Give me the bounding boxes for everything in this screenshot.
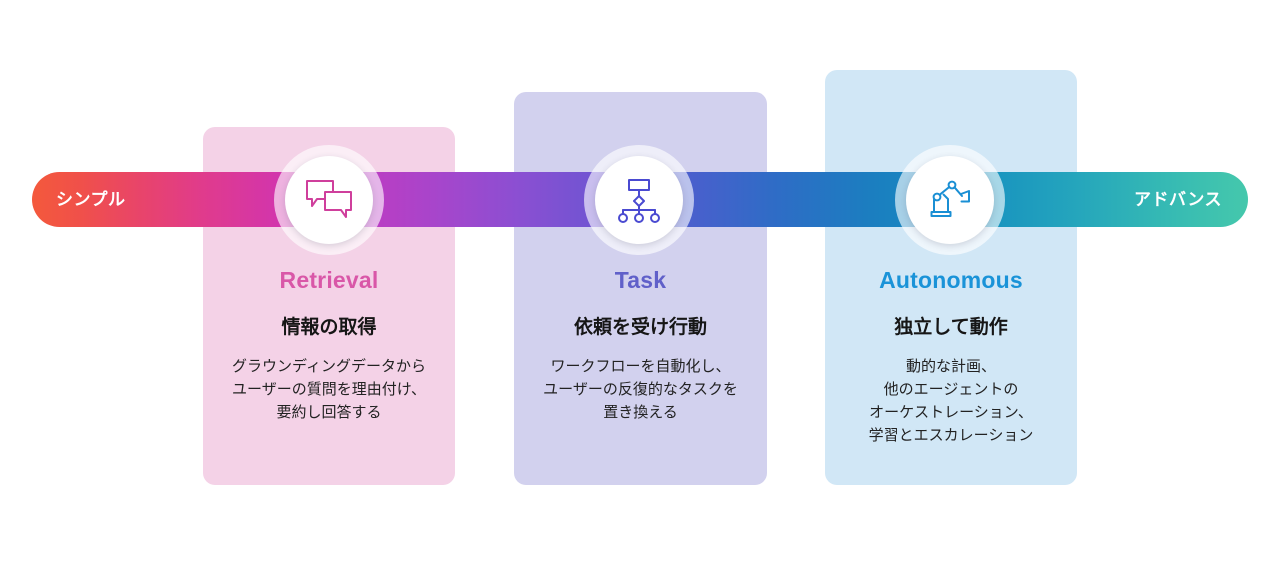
stage-medallion-retrieval [274, 145, 384, 255]
medallion-inner [595, 156, 683, 244]
card-text-block: Task 依頼を受け行動 ワークフローを自動化し、ユーザーの反復的なタスクを置き… [514, 267, 767, 425]
spectrum-label-simple: シンプル [56, 190, 126, 209]
robot-arm-icon [925, 177, 975, 223]
card-text-block: Retrieval 情報の取得 グラウンディングデータからユーザーの質問を理由付… [203, 267, 455, 425]
card-description: グラウンディングデータからユーザーの質問を理由付け、要約し回答する [232, 358, 426, 421]
stage-medallion-autonomous [895, 145, 1005, 255]
card-title: Task [614, 267, 667, 293]
spectrum-label-advanced: アドバンス [1133, 190, 1222, 209]
chat-bubbles-icon [304, 178, 354, 222]
card-description: ワークフローを自動化し、ユーザーの反復的なタスクを置き換える [543, 358, 738, 421]
card-description: 動的な計画、他のエージェントのオーケストレーション、学習とエスカレーション [868, 358, 1034, 444]
card-text-block: Autonomous 独立して動作 動的な計画、他のエージェントのオーケストレー… [825, 267, 1077, 448]
workflow-hierarchy-icon [615, 177, 663, 223]
stage-card-autonomous: Autonomous 独立して動作 動的な計画、他のエージェントのオーケストレー… [825, 70, 1077, 485]
stage-medallion-task [584, 145, 694, 255]
medallion-inner [285, 156, 373, 244]
card-title: Retrieval [279, 267, 379, 293]
card-subtitle: 独立して動作 [894, 316, 1008, 338]
card-title: Autonomous [879, 267, 1023, 293]
medallion-inner [906, 156, 994, 244]
card-subtitle: 情報の取得 [281, 316, 377, 338]
card-subtitle: 依頼を受け行動 [573, 316, 707, 338]
